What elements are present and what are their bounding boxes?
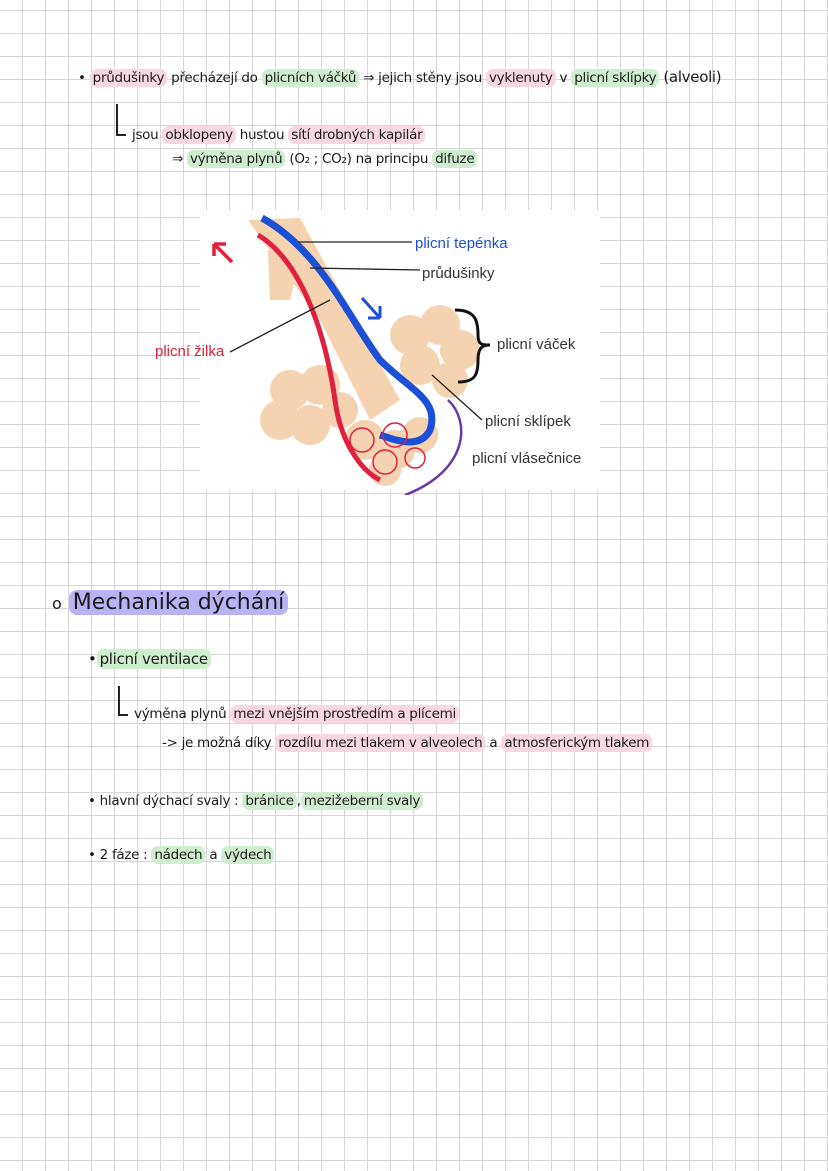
note-line-2: jsou obklopeny hustou sítí drobných kapi… xyxy=(132,126,426,144)
bullet: • xyxy=(88,650,97,668)
bullet: • xyxy=(88,793,96,809)
arrow-corner xyxy=(118,686,128,716)
highlight-term: výměna plynů xyxy=(187,150,286,168)
sub-line-2: -> je možná díky rozdílu mezi tlakem v a… xyxy=(162,734,653,752)
red-arrow-icon xyxy=(212,242,234,264)
text: sítí xyxy=(291,127,310,143)
text: v xyxy=(559,70,568,86)
highlight-term: atmosferickým tlakem xyxy=(501,734,653,752)
text: (O₂ ; CO₂) na principu xyxy=(289,151,429,167)
text: přecházejí do xyxy=(171,70,258,86)
label-vein: plicní žilka xyxy=(155,343,225,360)
text: hlavní dýchací svaly : xyxy=(99,793,239,809)
item-ventilation: •plicní ventilace xyxy=(88,649,211,669)
text: ⇒ xyxy=(172,151,184,167)
label-artery: plicní tepénka xyxy=(415,235,508,252)
highlight-term: mezižeberní svaly xyxy=(300,792,424,810)
text: , xyxy=(296,793,301,809)
text: jsou xyxy=(132,127,159,143)
highlight-term: difuze xyxy=(432,150,478,168)
item-muscles: • hlavní dýchací svaly : bránice,mezižeb… xyxy=(88,792,424,810)
highlight-term: vyklenuty xyxy=(485,69,556,87)
highlight-term: mezi vnějším prostředím a plícemi xyxy=(230,705,459,723)
vein-vessel xyxy=(256,232,382,483)
highlight-term: plicních váčků xyxy=(261,69,360,87)
blue-arrow-icon xyxy=(360,296,382,320)
text: a xyxy=(489,735,498,751)
highlight-term: průdušinky xyxy=(89,69,168,87)
label-sac: plicní váček xyxy=(497,336,576,353)
label-bronchi: průdušinky xyxy=(422,265,495,282)
highlight-term: rozdílu mezi tlakem v alveolech xyxy=(275,734,486,752)
bullet: o xyxy=(52,594,62,613)
highlight-term: sítí drobných kapilár xyxy=(288,126,426,144)
highlight-term: bránice xyxy=(242,792,297,810)
text: a xyxy=(209,847,218,863)
section-title: Mechanika dýchání xyxy=(68,590,289,615)
text: -> xyxy=(162,735,178,751)
highlight-term: obklopeny xyxy=(162,126,236,144)
alveolar-sac-right xyxy=(390,305,480,398)
sac-brace xyxy=(454,308,491,384)
capillary-bracket xyxy=(404,399,463,495)
item-phases: • 2 fáze : nádech a výdech xyxy=(88,846,275,864)
text: 2 fáze : xyxy=(99,847,148,863)
section-heading: o Mechanika dýchání xyxy=(52,590,289,615)
arrow-corner xyxy=(116,104,126,136)
capillary-network xyxy=(349,422,426,475)
note-line-1: • průdušinky přecházejí do plicních váčk… xyxy=(78,68,722,87)
text: hustou xyxy=(239,127,285,143)
label-capillaries: plicní vlásečnice xyxy=(472,450,581,467)
artery-vessel xyxy=(260,214,436,446)
text: drobných kapilár xyxy=(313,127,423,143)
note-line-3: ⇒ výměna plynů (O₂ ; CO₂) na principu di… xyxy=(172,150,478,168)
label-alveolus: plicní sklípek xyxy=(485,413,571,430)
text: ⇒ jejich stěny jsou xyxy=(363,70,482,86)
leader-lines xyxy=(229,241,483,421)
text: je možná díky xyxy=(181,735,272,751)
lung-alveoli-diagram: plicní tepénka průdušinky plicní váček p… xyxy=(155,210,600,495)
text: výměna plynů xyxy=(134,706,227,722)
text: (alveoli) xyxy=(663,68,722,86)
highlight-term: nádech xyxy=(151,846,206,864)
highlight-term: plicní sklípky xyxy=(571,69,660,87)
bullet: • xyxy=(78,70,86,86)
highlight-term: plicní ventilace xyxy=(96,649,211,669)
bullet: • xyxy=(88,847,96,863)
sub-line-1: výměna plynů mezi vnějším prostředím a p… xyxy=(134,705,459,723)
highlight-term: výdech xyxy=(221,846,275,864)
